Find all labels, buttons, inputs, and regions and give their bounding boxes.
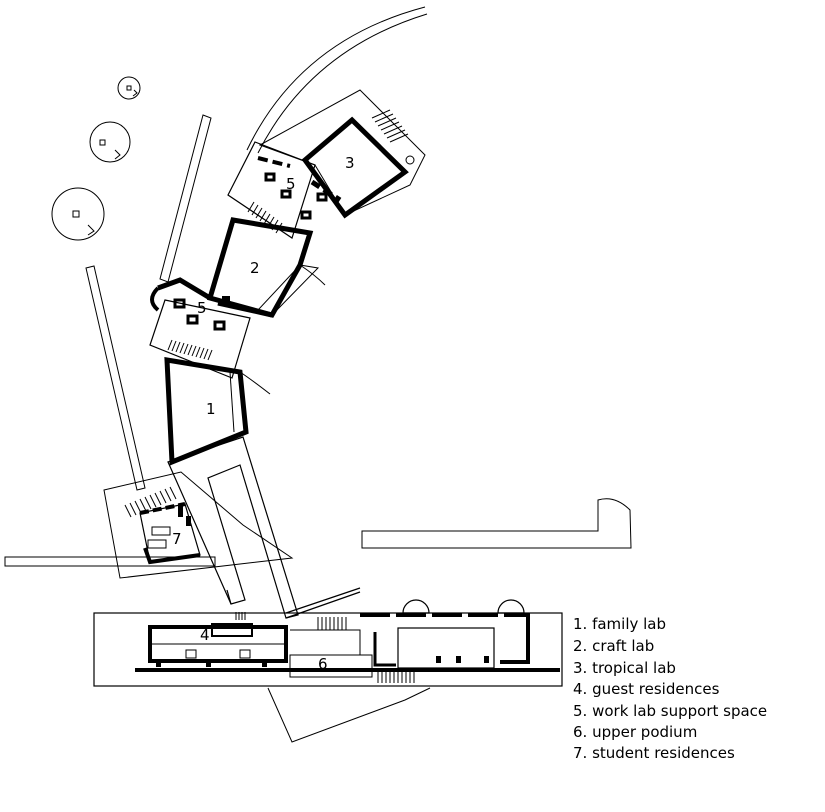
legend: 1. family lab 2. craft lab 3. tropical l… (573, 615, 767, 762)
site-walls (4, 6, 632, 743)
legend-item-5: 5. work lab support space (573, 702, 767, 720)
craft-lab-block (206, 217, 326, 318)
tropical-lab-block (258, 89, 426, 219)
room-label-7: 7 (172, 530, 182, 548)
circulation-spine (167, 436, 361, 619)
legend-item-4: 4. guest residences (573, 680, 720, 698)
tree-symbols (51, 76, 141, 241)
room-label-6: 6 (318, 655, 328, 673)
legend-item-2: 2. craft lab (573, 637, 654, 655)
room-label-4: 4 (200, 626, 210, 644)
legend-item-3: 3. tropical lab (573, 659, 676, 677)
legend-item-1: 1. family lab (573, 615, 666, 633)
room-label-2: 2 (250, 259, 260, 277)
legend-item-7: 7. student residences (573, 744, 735, 762)
lower-podium-block (93, 599, 563, 687)
room-label-1: 1 (206, 400, 216, 418)
student-residences-block (124, 486, 201, 565)
legend-item-6: 6. upper podium (573, 723, 697, 741)
room-label-5-lower: 5 (197, 299, 207, 317)
room-label-3: 3 (345, 154, 355, 172)
room-labels: 1 2 3 4 5 5 6 7 (172, 154, 355, 673)
room-label-5-upper: 5 (286, 175, 296, 193)
family-lab-block (164, 357, 271, 466)
